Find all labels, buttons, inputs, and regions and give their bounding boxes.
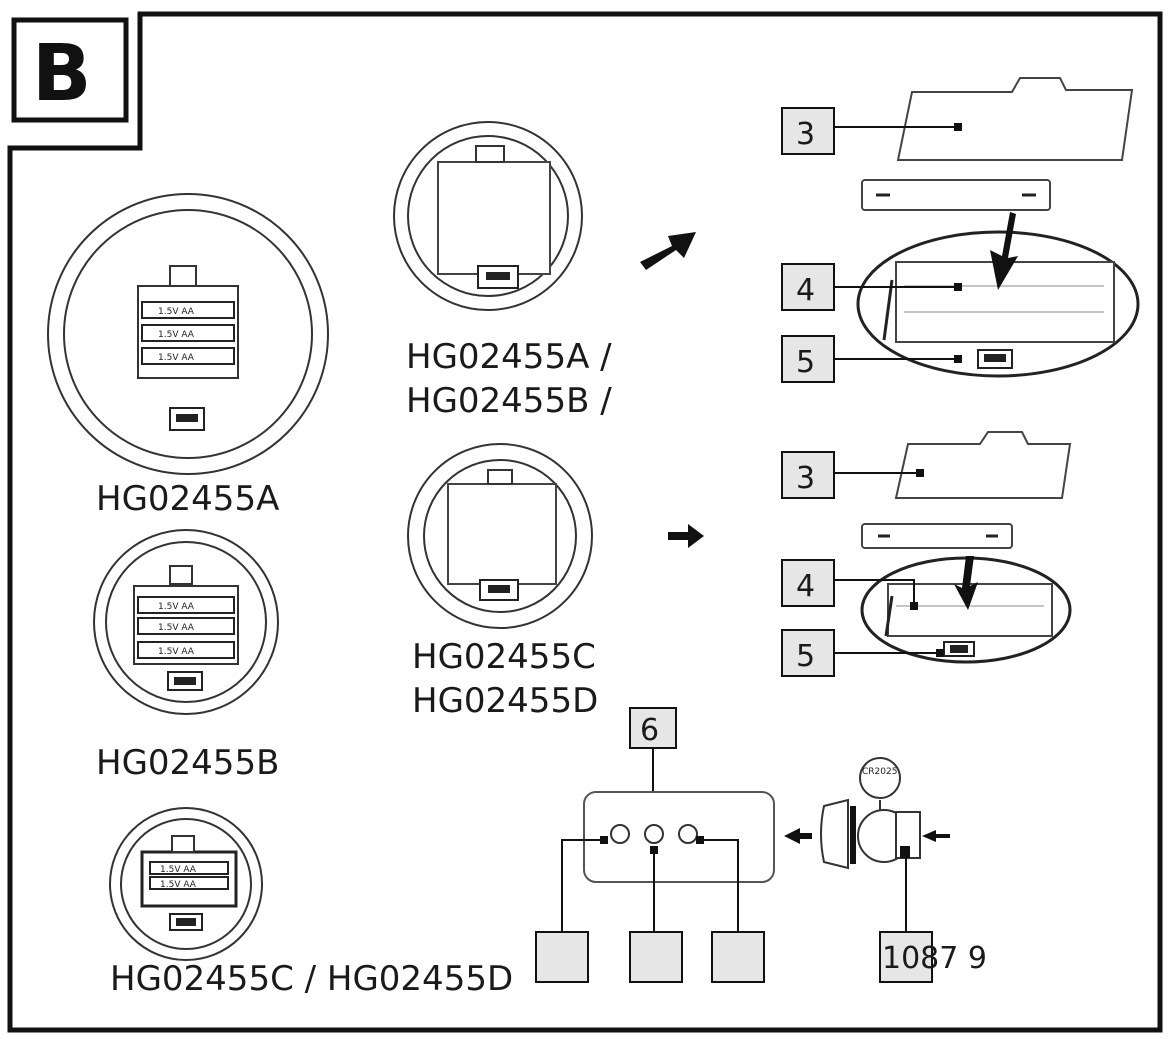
callout-bottom-label: 1087 9 <box>882 941 987 976</box>
callout-4: 4 <box>796 569 815 604</box>
svg-text:1.5V AA: 1.5V AA <box>158 602 195 612</box>
battery-cell: 1.5V AA <box>149 861 229 875</box>
callout-box-5 <box>781 335 835 383</box>
arrow-right-icon <box>640 232 696 270</box>
arrow-right-icon <box>668 524 704 548</box>
callout-box-blank <box>629 931 683 983</box>
callout-5: 5 <box>796 345 815 380</box>
model-label-cd-line1: HG02455C <box>412 637 596 677</box>
callout-4: 4 <box>796 273 815 308</box>
coin-cell-holder: CR2025 <box>820 757 921 870</box>
battery-cell: 1.5V AA <box>137 596 235 614</box>
svg-text:1.5V AA: 1.5V AA <box>160 880 197 890</box>
battery-strip <box>861 179 1051 211</box>
svg-text:1.5V AA: 1.5V AA <box>158 307 195 317</box>
callout-3: 3 <box>796 461 815 496</box>
callout-box-3 <box>781 451 835 499</box>
battery-strip <box>861 523 1013 549</box>
callout-box-4 <box>781 559 835 607</box>
coin-cell-label: CR2025 <box>862 767 897 777</box>
svg-text:1.5V AA: 1.5V AA <box>158 647 195 657</box>
callout-5: 5 <box>796 639 815 674</box>
battery-cell: 1.5V AA <box>137 617 235 635</box>
sensor-panel <box>583 791 775 883</box>
callout-box-3 <box>781 107 835 155</box>
section-letter-box <box>11 17 129 123</box>
model-label-hg02455c-d: HG02455C / HG02455D <box>110 959 513 999</box>
model-label-ab-line2: HG02455B / <box>406 381 612 421</box>
callout-6: 6 <box>640 713 659 748</box>
clock-back-closed-cd <box>407 443 593 629</box>
battery-compartment <box>856 230 1140 378</box>
model-label-cd-line2: HG02455D <box>412 681 598 721</box>
battery-cell: 1.5V AA <box>149 876 229 890</box>
svg-text:1.5V AA: 1.5V AA <box>160 865 197 875</box>
section-letter: B <box>32 29 91 119</box>
svg-text:1.5V AA: 1.5V AA <box>158 353 195 363</box>
model-label-hg02455b: HG02455B <box>96 743 279 783</box>
battery-cover <box>896 77 1134 161</box>
callout-box-bottom <box>879 931 933 983</box>
model-label-ab-line1: HG02455A / <box>406 337 612 377</box>
callout-box-blank <box>535 931 589 983</box>
model-label-hg02455a: HG02455A <box>96 479 279 519</box>
battery-cell: 1.5V AA <box>137 641 235 659</box>
clock-back-closed-ab <box>393 121 583 311</box>
clock-back-hg02455c-d: 1.5V AA 1.5V AA <box>109 807 263 961</box>
battery-cell: 1.5V AA <box>141 324 235 342</box>
battery-cover <box>894 431 1072 499</box>
callout-3: 3 <box>796 117 815 152</box>
arrow-left-icon <box>922 830 950 842</box>
arrow-left-icon <box>784 828 812 844</box>
sensor-button <box>610 824 630 844</box>
svg-text:1.5V AA: 1.5V AA <box>158 623 195 633</box>
callout-box-blank <box>711 931 765 983</box>
arrow-down-icon <box>990 212 1018 290</box>
clock-back-hg02455b: 1.5V AA 1.5V AA 1.5V AA <box>93 529 279 715</box>
diagram-frame <box>7 11 1163 1033</box>
battery-cell: 1.5V AA <box>141 301 235 319</box>
battery-cell: 1.5V AA <box>141 347 235 365</box>
clock-back-hg02455a: 1.5V AA 1.5V AA 1.5V AA <box>47 193 329 475</box>
arrow-down-icon <box>954 556 978 610</box>
sensor-button <box>678 824 698 844</box>
sensor-button <box>644 824 664 844</box>
svg-text:1.5V AA: 1.5V AA <box>158 330 195 340</box>
